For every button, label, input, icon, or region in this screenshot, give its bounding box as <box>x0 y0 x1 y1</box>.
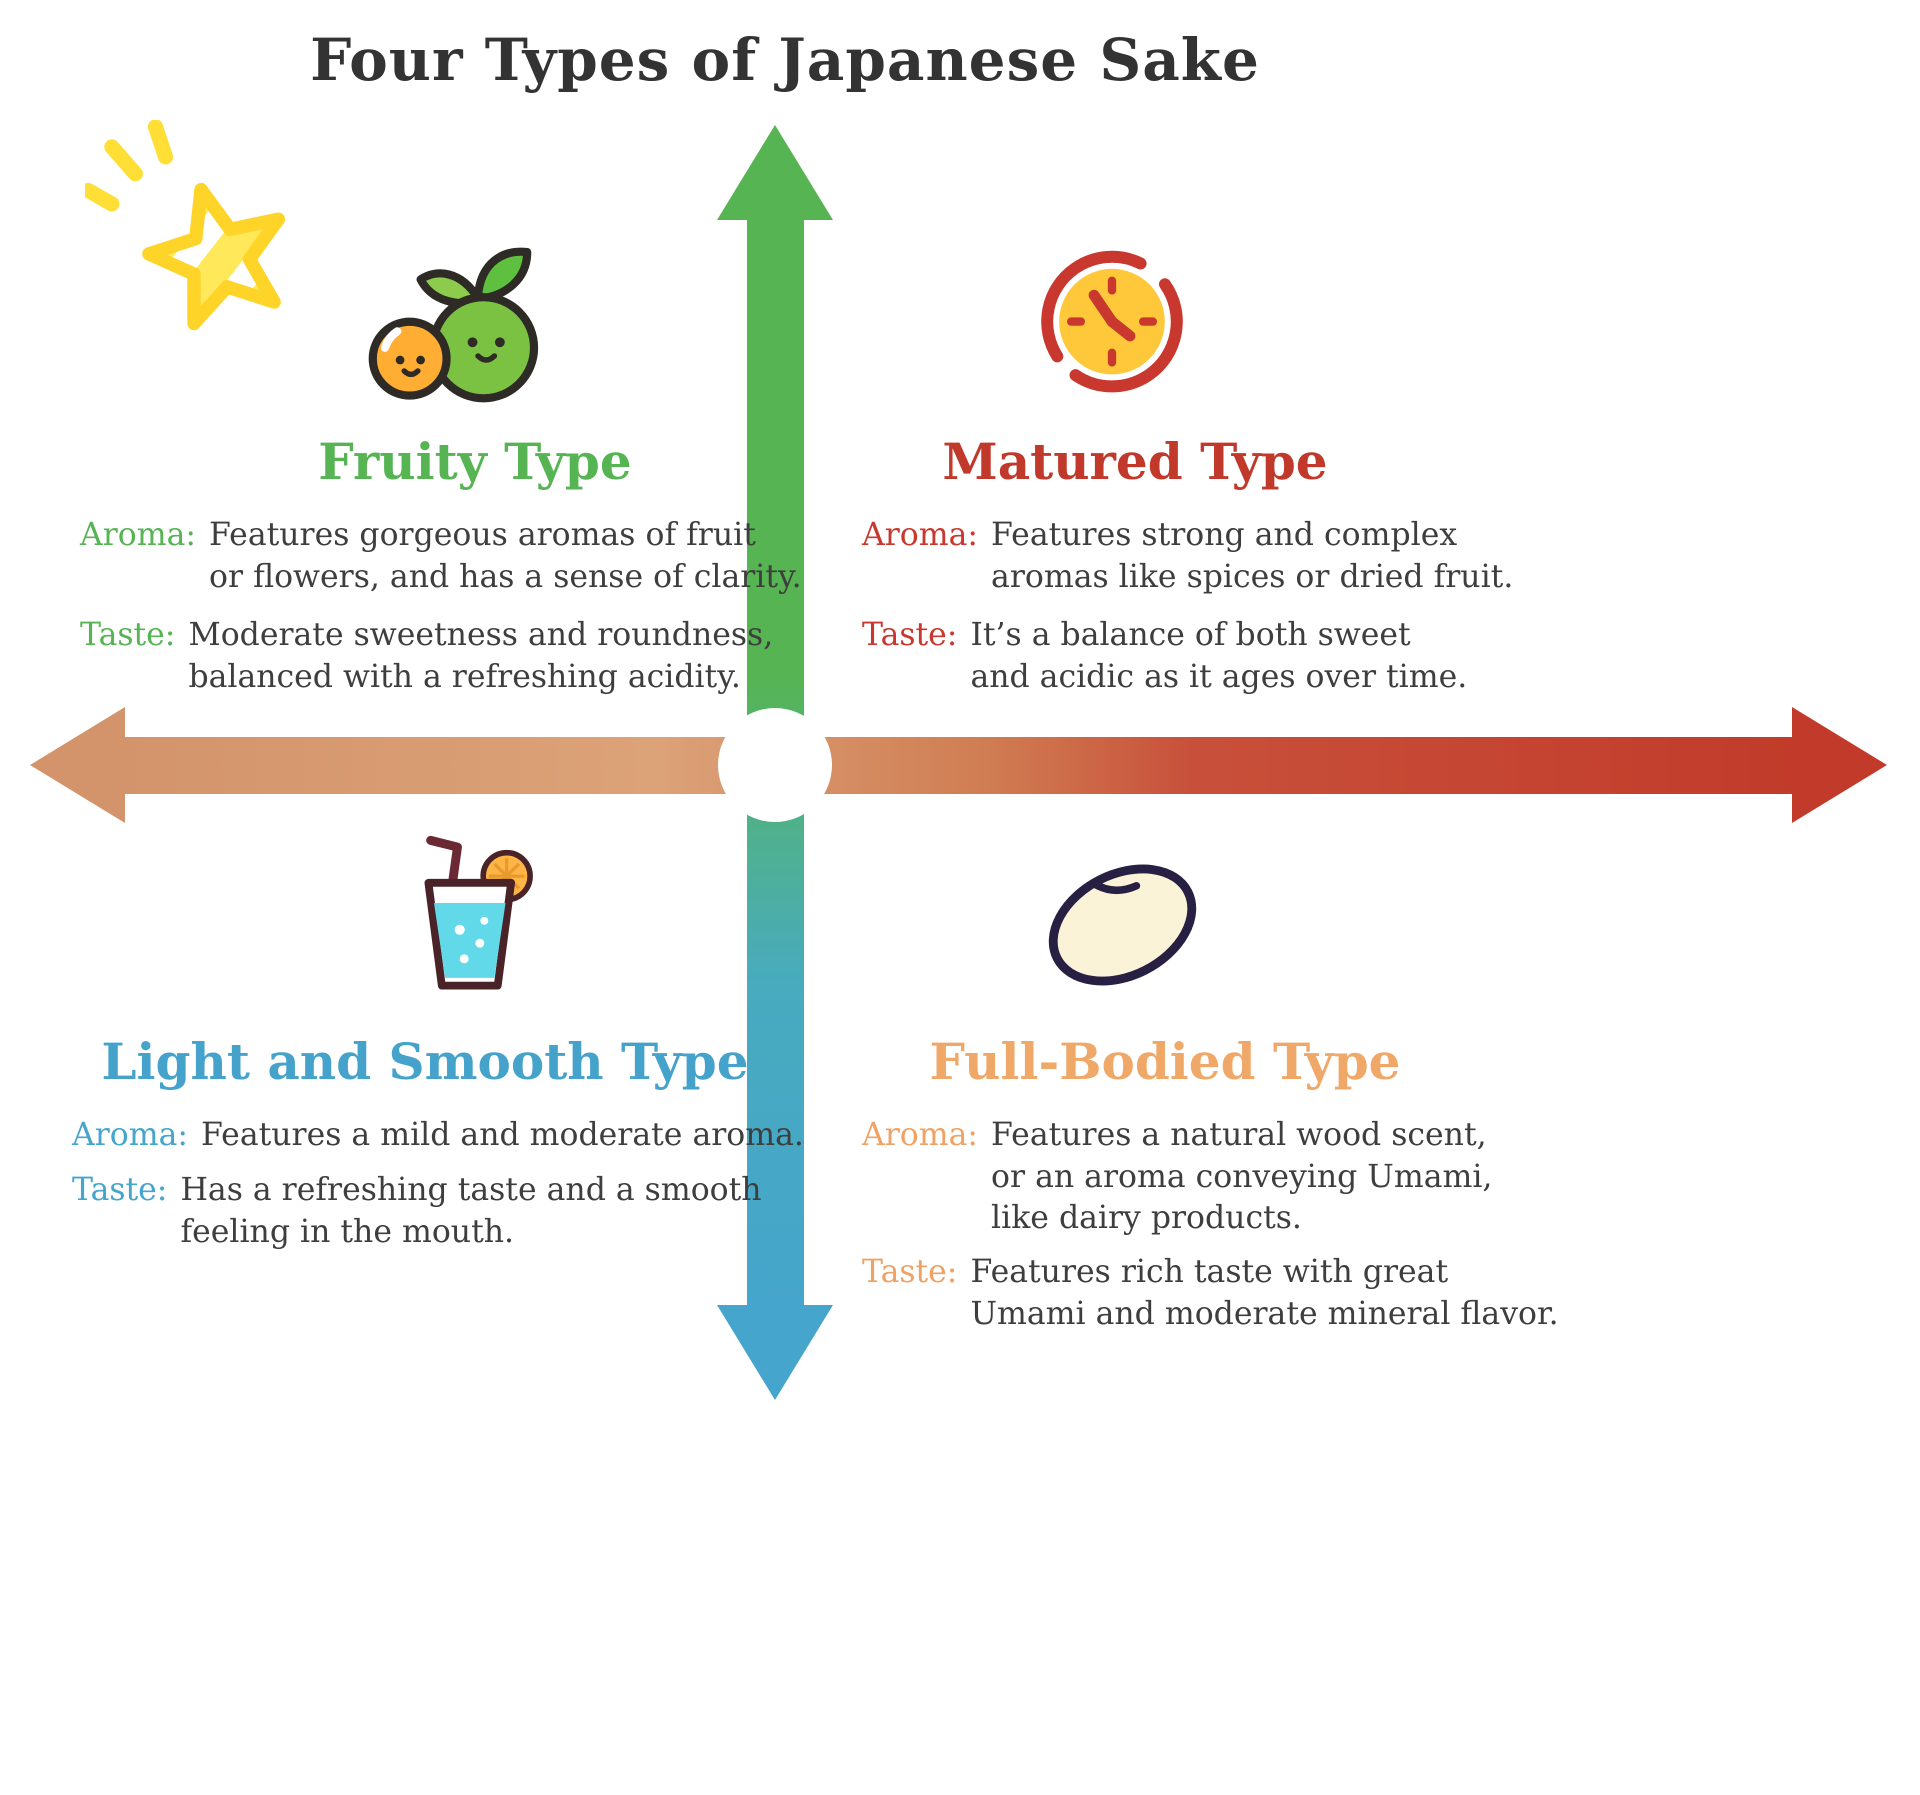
aroma-label: Aroma: <box>862 1117 979 1153</box>
clock-icon <box>1041 250 1183 393</box>
matured-aroma-row: Aroma: Features strong and complex aroma… <box>862 515 1513 598</box>
full-bodied-taste-text: Features rich taste with great Umami and… <box>970 1254 1559 1332</box>
taste-label: Taste: <box>862 617 958 653</box>
vertical-axis-arrowhead-up <box>717 125 833 220</box>
light-smooth-taste-text: Has a refreshing taste and a smooth feel… <box>180 1172 762 1250</box>
vertical-axis-arrowhead-down <box>717 1305 833 1400</box>
quadrant-title-full-bodied: Full-Bodied Type <box>929 1032 1401 1091</box>
page-title: Four Types of Japanese Sake <box>310 26 1260 94</box>
fruity-aroma-text: Features gorgeous aromas of fruit or flo… <box>209 517 802 595</box>
full-bodied-aroma-text: Features a natural wood scent, or an aro… <box>991 1117 1493 1237</box>
fruity-taste-text: Moderate sweetness and roundness, balanc… <box>188 617 774 695</box>
aroma-label: Aroma: <box>862 517 979 553</box>
fruity-taste-row: Taste: Moderate sweetness and roundness,… <box>80 615 773 698</box>
aroma-label: Aroma: <box>80 517 197 553</box>
axis-center-circle <box>718 708 832 822</box>
horizontal-axis-arrowhead-left <box>30 707 125 823</box>
fruit-icon <box>368 247 539 403</box>
matured-aroma-text: Features strong and complex aromas like … <box>991 517 1514 595</box>
sparkle-star-icon <box>85 120 299 331</box>
rice-grain-icon <box>1048 864 1197 986</box>
full-bodied-aroma-row: Aroma: Features a natural wood scent, or… <box>862 1115 1492 1240</box>
taste-label: Taste: <box>80 617 176 653</box>
taste-label: Taste: <box>862 1254 958 1290</box>
quadrant-title-light-smooth: Light and Smooth Type <box>101 1032 749 1091</box>
light-smooth-taste-row: Taste: Has a refreshing taste and a smoo… <box>72 1170 762 1253</box>
drink-glass-icon <box>424 835 533 990</box>
quadrant-title-fruity: Fruity Type <box>318 432 632 491</box>
full-bodied-taste-row: Taste: Features rich taste with great Um… <box>862 1252 1559 1335</box>
aroma-label: Aroma: <box>72 1117 189 1153</box>
horizontal-axis-arrowhead-right <box>1792 707 1887 823</box>
matured-taste-row: Taste: It’s a balance of both sweet and … <box>862 615 1467 698</box>
light-smooth-aroma-row: Aroma: Features a mild and moderate arom… <box>72 1115 804 1157</box>
quadrant-title-matured: Matured Type <box>942 432 1328 491</box>
horizontal-axis-shaft <box>122 737 1794 794</box>
light-smooth-aroma-text: Features a mild and moderate aroma. <box>201 1117 804 1153</box>
fruity-aroma-row: Aroma: Features gorgeous aromas of fruit… <box>80 515 802 598</box>
matured-taste-text: It’s a balance of both sweet and acidic … <box>970 617 1468 695</box>
taste-label: Taste: <box>72 1172 168 1208</box>
